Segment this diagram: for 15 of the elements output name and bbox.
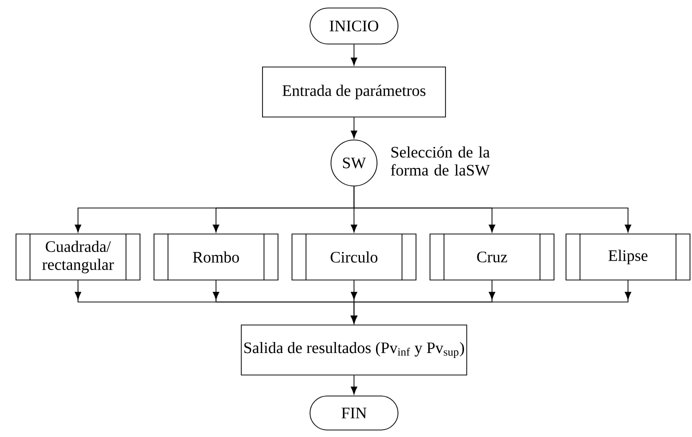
arrow — [350, 44, 358, 66]
subprocess-box: Cruz — [430, 234, 554, 280]
subprocess-box: Elipse — [566, 234, 690, 280]
subprocess-box: Cuadrada/ rectangular — [16, 234, 140, 280]
terminal-box: INICIO — [310, 8, 398, 44]
arrow — [350, 280, 632, 324]
subprocess-box: Circulo — [292, 234, 416, 280]
arrow — [354, 186, 632, 232]
note-text: Selección de la forma de laSW — [390, 146, 490, 176]
process-box: Salida de resultados (Pv$_{inf}$ y Pv$_{sup}$) — [240, 324, 468, 376]
terminal-box: FIN — [310, 396, 398, 430]
subprocess-box: Rombo — [154, 234, 278, 280]
arrow — [350, 375, 358, 394]
arrow — [350, 117, 358, 138]
process-box: Entrada de parámetros — [262, 66, 446, 118]
